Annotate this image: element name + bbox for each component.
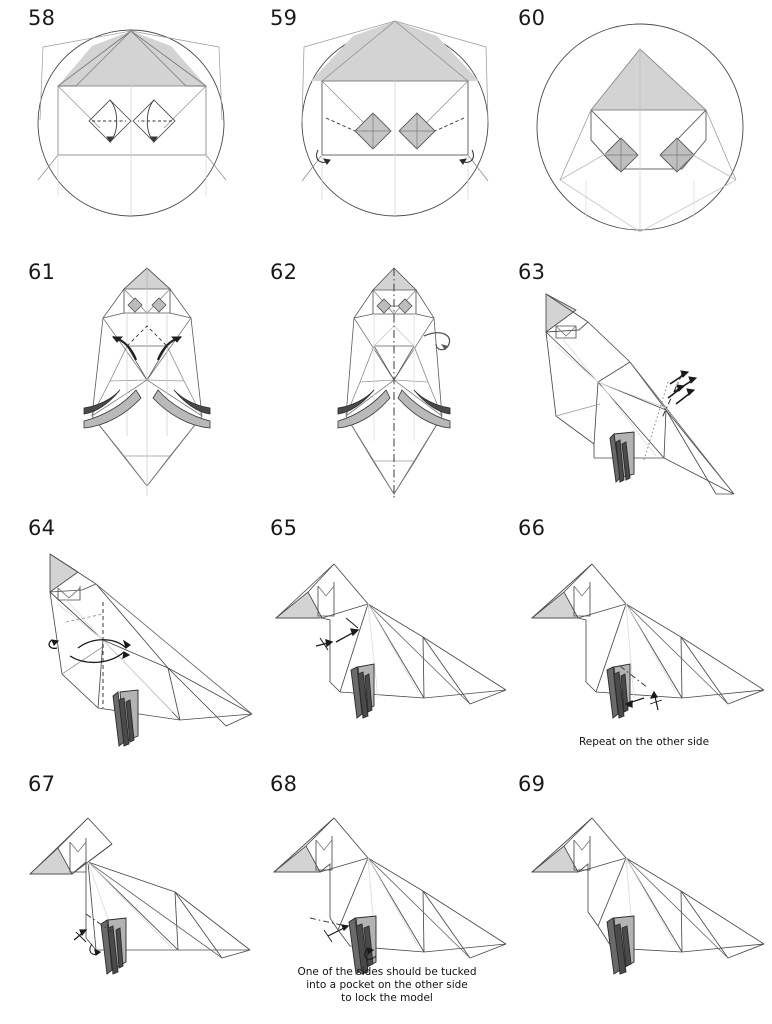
step-64: 64 <box>0 512 258 764</box>
hidden-dotted-line <box>643 381 669 461</box>
step-number: 64 <box>28 516 56 540</box>
eye-right <box>151 297 167 313</box>
beak-shade <box>274 846 320 872</box>
step-69-figure <box>530 817 765 975</box>
valley-fold <box>126 325 168 347</box>
turn-over-arrow <box>423 332 451 351</box>
eye-diamond-left <box>88 99 132 143</box>
wing-barb-right <box>413 389 451 415</box>
mountain-fold-line <box>619 665 649 689</box>
crimp-fold-line <box>661 373 683 419</box>
step-68-caption-line-3: to lock the model <box>341 992 433 1004</box>
valley-fold-right <box>434 117 465 132</box>
step-61: 61 <box>0 256 258 506</box>
beak-shade <box>546 294 576 332</box>
beak-shade <box>532 592 578 618</box>
beak-shade <box>532 846 578 872</box>
arrow-group <box>624 690 663 711</box>
lower-wing-left <box>83 389 142 429</box>
step-number: 68 <box>270 772 298 796</box>
curved-arrow-group <box>316 149 474 165</box>
head-shade <box>591 49 706 110</box>
step-60: 60 <box>516 0 772 250</box>
arrow-group <box>323 924 377 960</box>
lower-wing-right <box>152 389 211 429</box>
tail-feathers <box>348 915 377 975</box>
tail-feathers <box>609 431 635 483</box>
beak-shade <box>30 848 72 874</box>
step-66-caption: Repeat on the other side <box>578 736 710 748</box>
beak-shade <box>276 592 322 618</box>
wing-barb-right <box>173 389 211 415</box>
tail-feathers <box>112 689 139 747</box>
step-number: 63 <box>518 260 546 284</box>
tail-feathers <box>100 917 127 975</box>
step-66-figure <box>530 563 765 719</box>
mountain-fold-line <box>85 913 113 933</box>
fold-arrow-group <box>106 99 158 143</box>
step-64-figure <box>48 553 253 747</box>
tail-feathers <box>606 915 635 975</box>
step-58: 58 <box>0 0 258 250</box>
step-60-figure <box>536 23 744 233</box>
tail-feathers <box>606 663 631 719</box>
step-59: 59 <box>258 0 516 250</box>
lower-wing-left <box>337 389 391 429</box>
eye-diamond-right <box>132 99 176 143</box>
mountain-fold-line <box>309 917 347 927</box>
eye-left <box>127 297 143 313</box>
fold-arrow-group <box>112 335 182 361</box>
step-67: 67 <box>0 766 258 1024</box>
step-number: 60 <box>518 6 546 30</box>
step-63: 63 <box>516 256 772 506</box>
step-66: 66 <box>516 512 772 764</box>
step-62-figure <box>337 267 451 498</box>
step-number: 66 <box>518 516 546 540</box>
step-59-figure <box>301 20 489 217</box>
head-shade-right <box>395 21 479 81</box>
step-61-figure <box>83 267 211 496</box>
wing-barb-left <box>337 389 375 415</box>
step-number: 65 <box>270 516 298 540</box>
eye-left <box>376 298 392 314</box>
step-68-caption-line-2: into a pocket on the other side <box>306 979 468 991</box>
step-number: 69 <box>518 772 546 796</box>
step-68-figure <box>272 817 507 975</box>
step-number: 62 <box>270 260 298 284</box>
head-shade-left <box>311 21 395 81</box>
step-63-figure <box>545 293 735 495</box>
step-58-figure <box>37 29 227 217</box>
beak-shade <box>50 554 78 592</box>
step-number: 67 <box>28 772 56 796</box>
tail-feathers <box>350 663 375 719</box>
step-69: 69 <box>516 766 772 1024</box>
step-67-figure <box>28 817 251 975</box>
push-arrow-group <box>315 617 360 651</box>
arrow-group <box>73 929 102 957</box>
step-number: 58 <box>28 6 56 30</box>
rotate-arrow-group <box>48 639 131 663</box>
step-number: 59 <box>270 6 298 30</box>
eye-right <box>397 298 413 314</box>
step-68: 68 <box>258 766 516 1024</box>
step-65: 65 <box>258 512 516 764</box>
lower-wing-right <box>397 389 451 429</box>
valley-fold-left <box>325 117 356 132</box>
step-62: 62 <box>258 256 516 506</box>
crimp-arrow-group <box>667 370 698 405</box>
step-65-figure <box>274 563 507 719</box>
wing-barb-left <box>83 389 121 415</box>
step-68-caption-line-1: One of the sides should be tucked <box>297 966 477 978</box>
step-number: 61 <box>28 260 56 284</box>
